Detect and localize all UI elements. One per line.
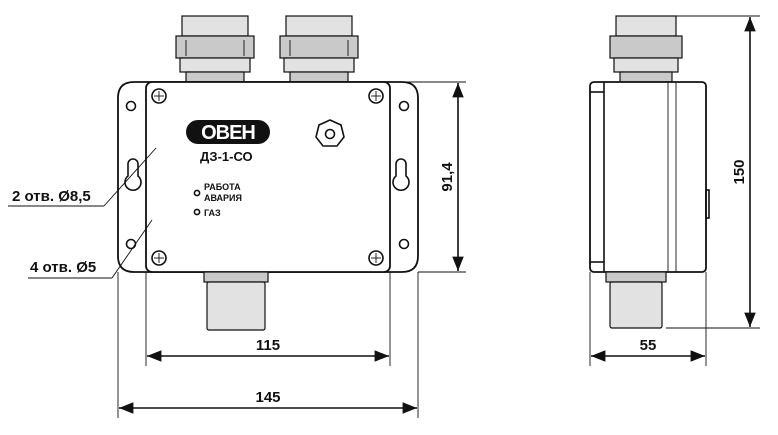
screw-top-right: [368, 88, 384, 104]
screw-top-left: [151, 88, 167, 104]
indicator-label-work: РАБОТА: [204, 182, 241, 192]
hole-small: [398, 238, 410, 250]
dim-55: 55: [640, 337, 657, 354]
top-gland-right: [279, 15, 359, 83]
screw-bottom-right: [368, 250, 384, 266]
led-gas-icon: [193, 208, 201, 216]
brand-logo-text: ОВЕН: [201, 122, 255, 144]
top-gland-left: [175, 15, 255, 83]
sensor-nut-icon: [315, 119, 345, 147]
keyhole-left: [124, 158, 142, 191]
bottom-sensor: [203, 271, 269, 331]
hole-small: [125, 100, 137, 112]
dim-150: 150: [731, 159, 748, 184]
side-body: [589, 81, 707, 273]
callout-large-holes: 2 отв. Ø8,5: [12, 188, 91, 205]
side-dimensions: 55 150: [589, 15, 760, 366]
keyhole-right: [392, 158, 410, 191]
indicator-label-gas: ГАЗ: [204, 208, 221, 218]
brand-logo: ОВЕН: [186, 120, 270, 144]
side-view: [589, 15, 710, 329]
dim-145: 145: [255, 389, 280, 406]
indicator-label-alarm: АВАРИЯ: [204, 193, 242, 203]
led-work-icon: [193, 189, 201, 197]
dim-115: 115: [256, 337, 280, 354]
model-label: ДЗ-1-СО: [200, 149, 253, 164]
hole-small: [398, 100, 410, 112]
main-body: [145, 81, 391, 273]
front-view: ОВЕН ДЗ-1-СО РАБОТА АВАРИЯ ГАЗ: [117, 15, 419, 331]
front-dimensions: 115 145 91,4 2 отв. Ø8,5 4 отв. Ø5: [8, 81, 466, 418]
screw-bottom-left: [151, 250, 167, 266]
callout-small-holes: 4 отв. Ø5: [30, 259, 96, 276]
dim-91-4: 91,4: [439, 162, 456, 192]
